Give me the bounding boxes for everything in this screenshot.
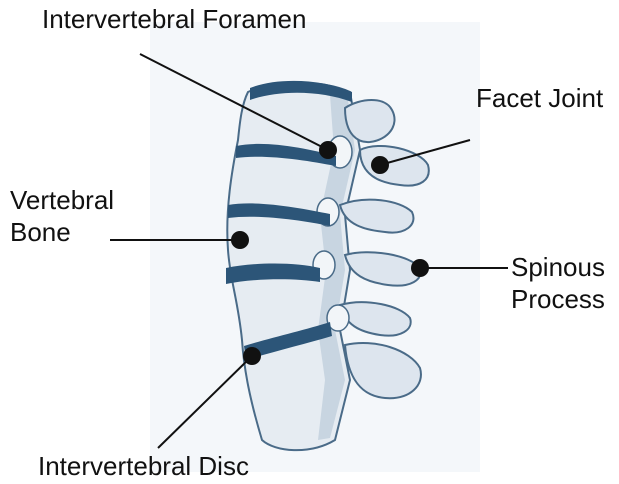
label-vertebral-bone-line2: Bone xyxy=(10,216,114,248)
label-facet-joint: Facet Joint xyxy=(476,82,603,114)
label-intervertebral-disc: Intervertebral Disc xyxy=(38,450,249,482)
label-vertebral-bone: Vertebral Bone xyxy=(10,184,114,248)
label-intervertebral-foramen: Intervertebral Foramen xyxy=(42,3,306,35)
label-spinous-process: Spinous Process xyxy=(511,251,605,315)
label-vertebral-bone-line1: Vertebral xyxy=(10,184,114,216)
dot-facet xyxy=(371,156,389,174)
label-spinous-process-line1: Spinous xyxy=(511,251,605,283)
dot-spinous xyxy=(411,259,429,277)
dot-bone xyxy=(231,231,249,249)
label-spinous-process-line2: Process xyxy=(511,283,605,315)
dot-foramen xyxy=(319,141,337,159)
dot-disc xyxy=(243,347,261,365)
